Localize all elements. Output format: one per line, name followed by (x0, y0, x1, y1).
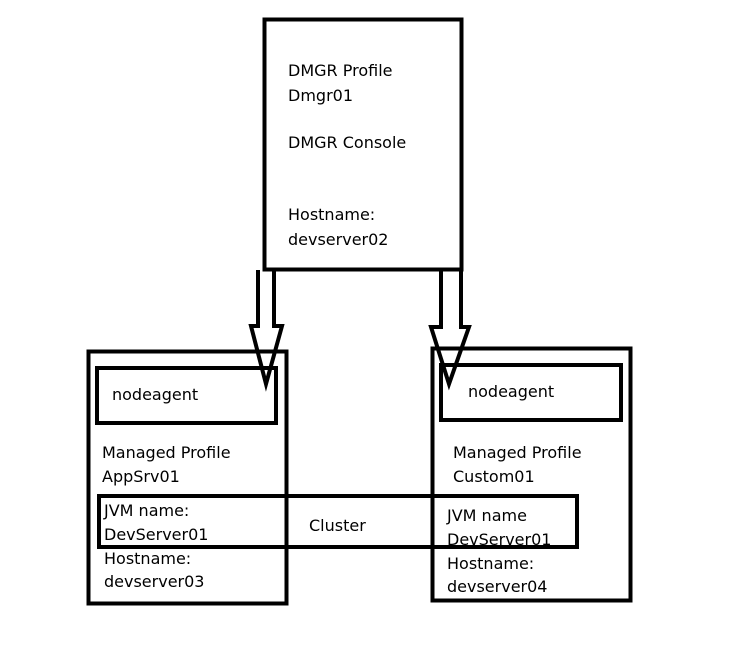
left-profile-label: Managed Profile (102, 443, 231, 462)
dmgr-profile-name: Dmgr01 (288, 86, 353, 105)
dmgr-box (262, 17, 464, 272)
right-nodeagent-label: nodeagent (468, 382, 555, 401)
left-hostname-label: Hostname: (104, 549, 192, 568)
left-jvm-label: JVM name: (104, 501, 190, 520)
dmgr-hostname: devserver02 (288, 230, 389, 249)
cluster-box (97, 494, 579, 549)
right-arrow (428, 270, 472, 391)
left-nodeagent-box (95, 366, 278, 425)
left-hostname: devserver03 (104, 572, 205, 591)
dmgr-profile-label: DMGR Profile (288, 61, 393, 80)
right-jvm-label: JVM name (447, 506, 527, 525)
right-profile-label: Managed Profile (453, 443, 582, 462)
right-nodeagent-box (439, 363, 623, 422)
left-arrow (248, 270, 285, 392)
cluster-label: Cluster (309, 516, 366, 535)
left-nodeagent-label: nodeagent (112, 385, 199, 404)
left-profile-name: AppSrv01 (102, 467, 180, 486)
dmgr-hostname-label: Hostname: (288, 205, 376, 224)
dmgr-console-label: DMGR Console (288, 133, 407, 152)
right-jvm-name: DevServer01 (447, 530, 552, 549)
right-hostname-label: Hostname: (447, 554, 535, 573)
left-node-box (86, 349, 289, 606)
right-profile-name: Custom01 (453, 467, 535, 486)
right-node-box (430, 346, 633, 603)
right-hostname: devserver04 (447, 577, 548, 596)
left-jvm-name: DevServer01 (104, 525, 209, 544)
